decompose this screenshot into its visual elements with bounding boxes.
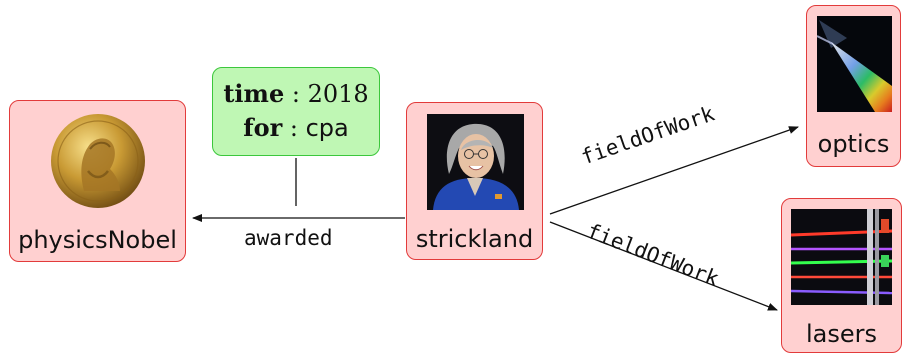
fieldofwork-edge-lasers (549, 221, 778, 311)
nobel-medal-image (50, 113, 146, 209)
edge-label-awarded: awarded (244, 226, 333, 250)
lasers-beams-image (791, 209, 892, 305)
node-label: optics (817, 130, 890, 158)
strickland-portrait-image (427, 114, 524, 210)
node-label: physicsNobel (18, 226, 177, 254)
node-lasers: lasers (781, 198, 902, 353)
fieldofwork-edge-optics (549, 126, 799, 215)
node-strickland: strickland (406, 102, 543, 260)
node-label: lasers (805, 320, 877, 348)
qualifier-row-for: for : cpa (243, 113, 349, 142)
node-label: strickland (415, 225, 534, 253)
qualifier-row-time: time : 2018 (223, 79, 369, 108)
optics-prism-image (817, 16, 892, 112)
node-physics-nobel: physicsNobel (9, 100, 186, 262)
qualifier-box: time : 2018 for : cpa (212, 67, 380, 156)
node-optics: optics (806, 5, 901, 167)
